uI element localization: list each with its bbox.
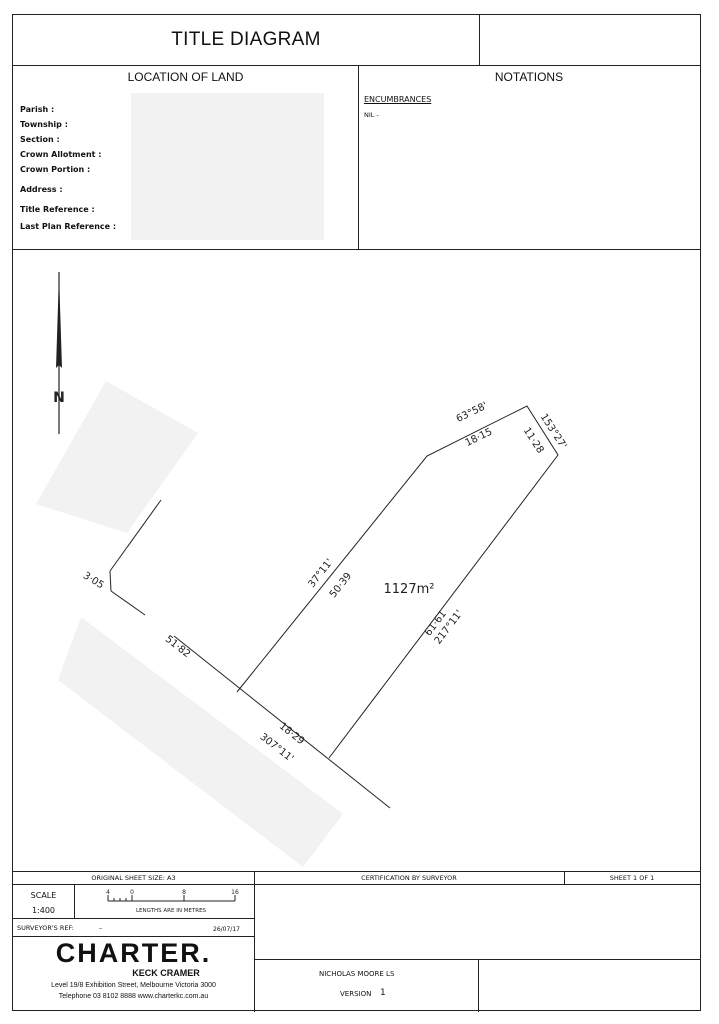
- page-title: TITLE DIAGRAM: [171, 29, 321, 50]
- scale-bar: 4 0 8 16 LENGTHS ARE IN METRES: [106, 889, 239, 914]
- dim-corner-length: 3·05: [81, 570, 106, 591]
- encumbrances-label: ENCUMBRANCES: [364, 95, 432, 104]
- surveyors-ref-value: –: [99, 924, 103, 932]
- scale-tick-4: 4: [106, 889, 110, 896]
- original-sheet-size: ORIGINAL SHEET SIZE: A3: [91, 874, 176, 882]
- scale-value: 1:400: [31, 906, 56, 915]
- field-parish: Parish :: [20, 105, 55, 114]
- field-title-reference: Title Reference :: [20, 205, 95, 214]
- company-phone: Telephone 03 8102 8888 www.charterkc.com…: [58, 993, 209, 1000]
- company-address: Level 19/8 Exhibition Street, Melbourne …: [51, 982, 216, 989]
- dim-top-bearing: 63°58': [455, 401, 490, 425]
- footer-header-rule: [13, 884, 700, 885]
- plan-drawing: N 63°58' 18·15 153°27' 11·28 37°11' 50·3…: [36, 272, 568, 867]
- scale-tick-0: 0: [130, 889, 134, 896]
- field-last-plan-reference: Last Plan Reference :: [20, 222, 117, 231]
- company-logo: CHARTER.: [55, 938, 212, 968]
- field-section: Section :: [20, 135, 60, 144]
- north-arrow-icon: N: [53, 272, 65, 434]
- encumbrances-value: NIL -: [364, 111, 379, 119]
- scale-tick-16: 16: [231, 889, 239, 896]
- redacted-lot-north: [36, 381, 198, 533]
- notations-heading: NOTATIONS: [494, 70, 564, 84]
- road-side-line: [109, 499, 162, 572]
- title-boundary: [109, 405, 559, 809]
- certification-heading: CERTIFICATION BY SURVEYOR: [361, 874, 457, 882]
- plan-area: 1127m²: [384, 582, 435, 597]
- dim-west-bearing: 37°11': [306, 557, 335, 590]
- dim-south-length: 18·29: [277, 721, 306, 747]
- title-diagram-sheet: TITLE DIAGRAM LOCATION OF LAND NOTATIONS…: [12, 14, 701, 1012]
- field-address: Address :: [20, 185, 63, 194]
- redacted-lot-south: [58, 617, 343, 867]
- location-heading: LOCATION OF LAND: [127, 70, 244, 84]
- field-township: Township :: [20, 120, 68, 129]
- location-notations-divider: [358, 65, 359, 249]
- version-label: VERSION: [340, 990, 372, 998]
- sheet-divider: [564, 871, 565, 884]
- sheet-number: SHEET 1 OF 1: [609, 874, 655, 882]
- lengths-note: LENGTHS ARE IN METRES: [136, 908, 207, 914]
- surveyor-name: NICHOLAS MOORE LS: [319, 970, 395, 978]
- title-bottom-rule: [13, 65, 700, 66]
- scale-divider: [74, 884, 75, 918]
- certification-rule: [254, 959, 700, 960]
- version-value: 1: [380, 988, 386, 998]
- scale-tick-8: 8: [182, 889, 186, 896]
- scale-label: SCALE: [30, 891, 57, 900]
- frontage-line: [173, 635, 391, 809]
- north-label: N: [53, 390, 65, 406]
- field-crown-allotment: Crown Allotment :: [20, 150, 102, 159]
- field-crown-portion: Crown Portion :: [20, 165, 91, 174]
- dim-west-length: 50·39: [328, 571, 354, 600]
- redacted-location-values: [131, 93, 324, 240]
- surveyors-ref-label: SURVEYOR'S REF:: [17, 924, 74, 932]
- company-logo-sub: KECK CRAMER: [132, 968, 200, 978]
- footer-left-divider: [254, 871, 255, 1012]
- title-divider: [479, 15, 480, 65]
- scale-bottom-rule: [13, 918, 254, 919]
- plan-top-rule: [13, 249, 700, 250]
- signature-divider: [478, 959, 479, 1012]
- footer-top-rule: [13, 871, 700, 872]
- ref-bottom-rule: [13, 936, 254, 937]
- plan-date: 26/07/17: [213, 926, 240, 933]
- dim-road-length: 51·82: [163, 634, 192, 660]
